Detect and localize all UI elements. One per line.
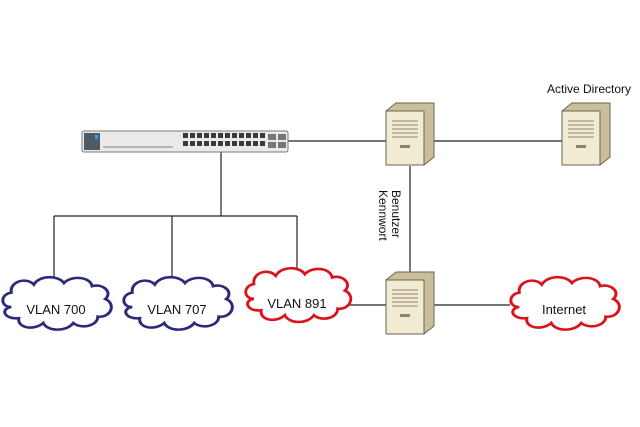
credentials-line-password: Kennwort bbox=[376, 190, 390, 241]
active-directory-server-icon bbox=[561, 102, 611, 166]
credentials-line-user: Benutzer bbox=[389, 190, 403, 239]
credentials-label: Benutzer Kennwort bbox=[376, 190, 403, 241]
cloud-label-vlan891: VLAN 891 bbox=[267, 296, 327, 311]
connections bbox=[53, 140, 562, 306]
cloud-label-vlan700: VLAN 700 bbox=[26, 302, 86, 317]
cloud-label-internet: Internet bbox=[541, 302, 587, 317]
gateway-server-icon bbox=[385, 271, 435, 335]
active-directory-label: Active Directory bbox=[547, 82, 632, 96]
cloud-label-vlan707: VLAN 707 bbox=[147, 302, 207, 317]
network-switch-icon bbox=[81, 130, 289, 153]
auth-server-icon bbox=[385, 102, 435, 166]
